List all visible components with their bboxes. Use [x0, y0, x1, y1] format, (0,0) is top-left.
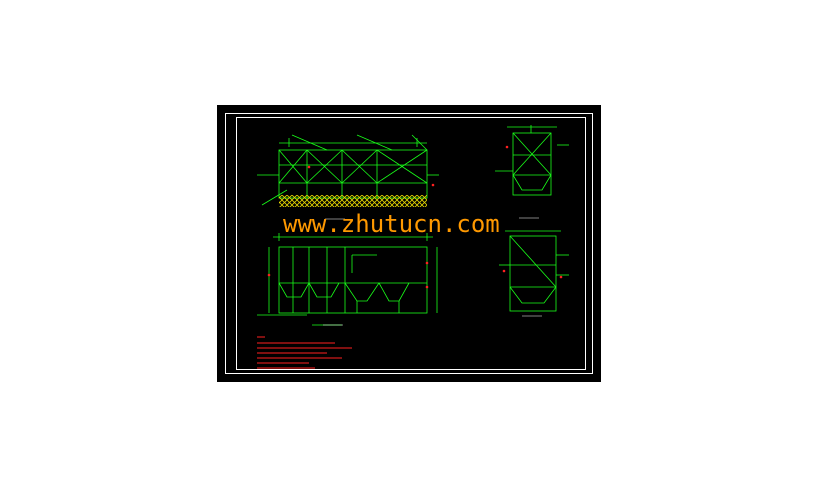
- cad-drawing: [257, 125, 569, 369]
- section-b-b-view: [499, 230, 569, 312]
- elevation-markers: [267, 145, 563, 289]
- inner-border: [236, 117, 586, 370]
- section-1-1-view: [257, 233, 438, 326]
- view-title-underlines: [323, 217, 542, 326]
- plan-top-view: [257, 134, 439, 206]
- section-a-a-view: [495, 125, 569, 196]
- drawing-sheet: www.zhutucn.com: [217, 105, 601, 382]
- general-notes: [257, 336, 352, 369]
- outer-border: [225, 113, 593, 374]
- plan-hatch-band: [279, 195, 427, 207]
